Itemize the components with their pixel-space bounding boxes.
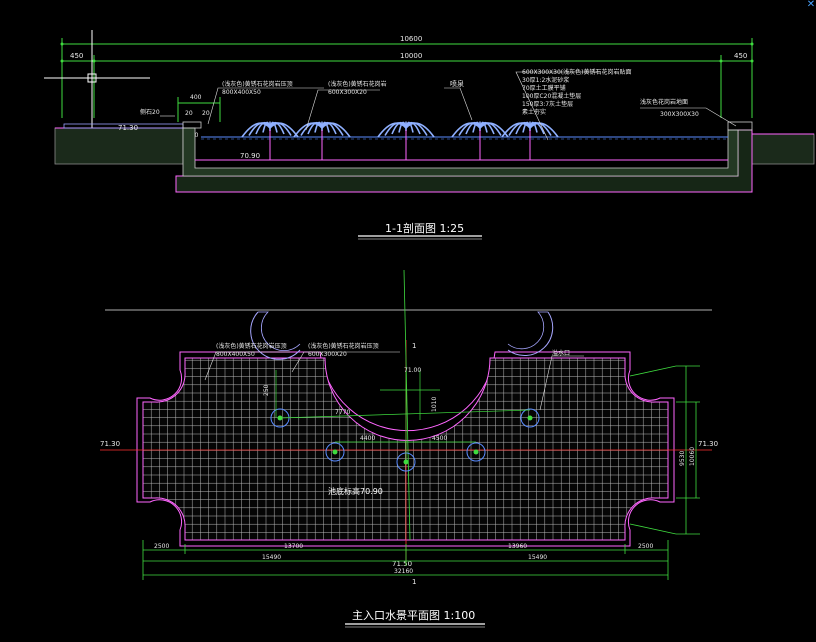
cad-cursor-icon: [44, 30, 150, 128]
fountain-jet: [321, 122, 351, 138]
dim-step: 400: [190, 94, 202, 101]
dim-total: 10600: [400, 35, 422, 43]
fountain-jet: [529, 122, 559, 138]
layer-notes: 600X300X30(浅灰色)黄锈石花岗岩贴面30厚1:2水泥砂浆70厚土工膜平…: [522, 68, 631, 116]
fountain-icon: [501, 121, 559, 160]
fountain-jet: [300, 122, 323, 136]
layer-note: 150厚3:7灰土垫层: [522, 100, 573, 108]
section-mark-bottom: 1: [412, 578, 416, 586]
layer-note: 70厚土工膜平铺: [522, 84, 566, 92]
fountain-icon: [377, 121, 435, 160]
nozzle-center: [527, 415, 533, 421]
note-a: (浅灰色)黄锈石花岗岩压顶: [222, 80, 293, 88]
dim-right-outer: 10060: [689, 447, 696, 466]
ground-right: [751, 133, 815, 165]
bump-left-inner: [258, 311, 301, 351]
elev-top: 71.30: [118, 124, 138, 132]
section-leaders: [160, 71, 737, 141]
elev-top-plan: 71.00: [404, 367, 421, 374]
fountain-jet: [458, 122, 481, 136]
note-b: (浅灰色)黄锈石花岗岩: [328, 80, 387, 88]
dim-inner: 10000: [400, 52, 422, 60]
nozzle-circle: [325, 442, 345, 462]
section-dim-ticks: [60, 42, 754, 63]
coping-left: [182, 121, 202, 129]
nozzle-center: [473, 449, 479, 455]
elev-left-plan: 71.30: [100, 440, 120, 448]
dim-b-total: 32160: [394, 568, 413, 575]
pool-outline-inner: [142, 357, 669, 541]
plan-bottom-dims: [142, 540, 669, 580]
pool-bottom-label: 池底标高70.90: [328, 486, 383, 496]
elev-bottom-plan: 71.50: [392, 560, 412, 568]
dim-left: 450: [70, 52, 83, 60]
section-drawing: 10600 10000 450 450 400 20 20 200: [44, 30, 815, 240]
fountain-group: [241, 121, 559, 160]
pool-wall: [182, 127, 739, 177]
fountain-icon: [241, 121, 299, 160]
fountain-jet: [269, 122, 299, 138]
stone-left2: 800X400X50: [216, 351, 255, 358]
layer-note: 600X300X30(浅灰色)黄锈石花岗岩贴面: [522, 68, 631, 76]
pool-tile-grid: [143, 358, 668, 540]
layer-note: 素土夯实: [522, 108, 546, 116]
plan-title: 主入口水景平面图 1:100: [352, 609, 475, 622]
nozzle-center: [332, 449, 338, 455]
dim-4500: 4500: [432, 435, 447, 442]
dim-b-b: 13700: [284, 543, 303, 550]
curb-label: 侧石20: [140, 108, 160, 116]
note-a2: 800X400X50: [222, 89, 261, 96]
plan-drawing: 1 1 7770 4400 4500 250 1010 71.00 (浅灰色)黄…: [100, 269, 718, 628]
fountain-jet: [248, 122, 271, 136]
dim-b-a: 2500: [154, 543, 169, 550]
stone-mid: (浅灰色)黄锈石花岗岩压顶: [308, 342, 379, 350]
section-dim-lines: [61, 38, 753, 122]
note-b2: 600X300X20: [328, 89, 367, 96]
drain-label: 溢水口: [552, 349, 570, 357]
nozzle-circle: [466, 442, 486, 462]
elev-bottom: 70.90: [240, 152, 260, 160]
nozzle-circle: [520, 408, 540, 428]
dim-d1: 20: [185, 110, 193, 117]
coping-right: [727, 121, 753, 131]
right-note: 浅灰色花岗岩地面: [640, 98, 688, 106]
plan-right-dims: [629, 365, 700, 535]
dim-b-f: 15490: [528, 554, 547, 561]
section-cut-line: [403, 269, 411, 541]
layer-note: 100厚C20混凝土垫层: [522, 92, 581, 100]
dim-b-e: 15490: [262, 554, 281, 561]
close-icon[interactable]: ✕: [806, 0, 816, 10]
dim-1010: 1010: [431, 397, 438, 412]
bump-right: [507, 311, 554, 357]
section-title: 1-1剖面图 1:25: [385, 221, 464, 235]
fountain-icon: [293, 121, 351, 160]
fountain-icon: [451, 121, 509, 160]
layer-note: 30厚1:2水泥砂浆: [522, 76, 569, 84]
dim-d2: 20: [202, 110, 210, 117]
dim-right: 450: [734, 52, 747, 60]
dim-4400: 4400: [360, 435, 375, 442]
fountain-jet: [405, 122, 435, 138]
dim-250: 250: [263, 384, 270, 396]
section-mark-top: 1: [412, 342, 416, 350]
ground-left: [54, 127, 184, 165]
dim-7770: 7770: [335, 409, 350, 416]
stone-mid2: 600X300X20: [308, 351, 347, 358]
fountain-jet: [384, 122, 407, 136]
plan-inner-dims: [275, 370, 531, 462]
stone-left: (浅灰色)黄锈石花岗岩压顶: [216, 342, 287, 350]
elev-right-plan: 71.30: [698, 440, 718, 448]
bump-right-inner: [507, 311, 548, 350]
right-note2: 300X300X30: [660, 111, 699, 118]
fountain-label: 喷泉: [450, 79, 464, 88]
plan-leaders: [204, 351, 584, 411]
fountain-jet: [508, 122, 531, 136]
dim-right-inner: 9530: [679, 451, 686, 466]
dim-b-c: 13960: [508, 543, 527, 550]
dim-b-d: 2500: [638, 543, 653, 550]
